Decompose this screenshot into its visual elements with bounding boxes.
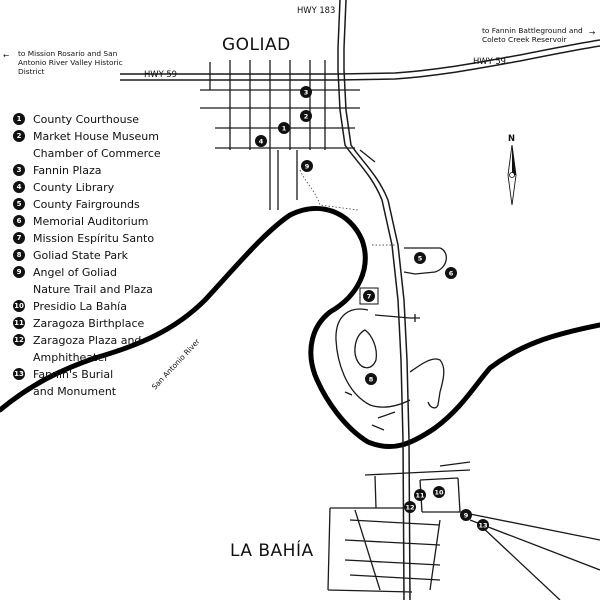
marker-1[interactable]: 1 [278,122,290,134]
svg-text:1: 1 [282,125,287,133]
legend-label: Presidio La Bahía [33,300,127,313]
legend-label: Zaragoza Birthplace [33,317,145,330]
la-bahia-street-grid [327,461,600,600]
legend-item: 3 Fannin Plaza [13,162,213,179]
legend-number: 1 [13,113,25,125]
hwy-59-east-label: HWY 59 [473,56,506,66]
marker-12[interactable]: 12 [404,501,416,513]
svg-text:11: 11 [415,492,425,500]
legend-item: 4 County Library [13,179,213,196]
svg-text:5: 5 [418,255,423,263]
legend-item: 13 Fannin's Burial and Monument [13,366,213,400]
legend-item: 5 County Fairgrounds [13,196,213,213]
legend-number: 6 [13,215,25,227]
svg-text:10: 10 [434,489,444,497]
svg-text:7: 7 [367,293,372,301]
marker-2[interactable]: 2 [300,110,312,122]
marker-7[interactable]: 7 [359,287,379,305]
legend-label: Memorial Auditorium [33,215,149,228]
legend-number: 8 [13,249,25,261]
legend-item: 1 County Courthouse [13,111,213,128]
svg-text:4: 4 [259,138,264,146]
legend-number: 12 [13,334,25,346]
legend-label: County Fairgrounds [33,198,140,211]
town-goliad-label: GOLIAD [222,35,291,55]
svg-text:N: N [508,133,515,143]
legend-number: 4 [13,181,25,193]
legend-item: 6 Memorial Auditorium [13,213,213,230]
legend-number: 5 [13,198,25,210]
legend-label: Goliad State Park [33,249,128,262]
svg-text:3: 3 [304,89,309,97]
marker-9[interactable]: 9 [301,160,313,172]
legend-item: 10 Presidio La Bahía [13,298,213,315]
legend-label: Angel of Goliad Nature Trail and Plaza [33,266,153,296]
legend-item: 12 Zaragoza Plaza and Amphitheater [13,332,213,366]
legend-item: 2 Market House Museum Chamber of Commerce [13,128,213,162]
direction-right-text: to Fannin Battleground and Coleto Creek … [482,26,583,44]
fairgrounds-loop [403,247,447,275]
legend-label: Fannin Plaza [33,164,102,177]
marker-4[interactable]: 4 [255,135,267,147]
legend-label: County Library [33,181,115,194]
legend-number: 2 [13,130,25,142]
svg-text:12: 12 [405,504,414,512]
hwy-183 [337,0,405,600]
legend-label: County Courthouse [33,113,140,126]
state-park-loop [335,308,411,408]
marker-11[interactable]: 11 [414,489,426,501]
svg-text:9: 9 [305,163,310,171]
marker-8[interactable]: 8 [365,373,377,385]
marker-10[interactable]: 10 [433,486,445,498]
marker-9-south[interactable]: 9 [460,509,472,521]
legend-item: 7 Mission Espíritu Santo [13,230,213,247]
legend-number: 3 [13,164,25,176]
marker-3[interactable]: 3 [300,86,312,98]
svg-text:←: ← [3,51,9,60]
town-la-bahia-label: LA BAHÍA [230,539,314,561]
legend-number: 13 [13,368,25,380]
legend-label: Mission Espíritu Santo [33,232,155,245]
legend-label: Fannin's Burial and Monument [33,368,117,398]
marker-6[interactable]: 6 [445,267,457,279]
direction-left: ← to Mission Rosario and San Antonio Riv… [3,49,123,76]
legend-number: 11 [13,317,25,329]
marker-5[interactable]: 5 [414,252,426,264]
legend-item: 11 Zaragoza Birthplace [13,315,213,332]
marker-13[interactable]: 13 [477,519,489,531]
svg-text:9: 9 [464,512,469,520]
hwy-59-west-label: HWY 59 [144,69,177,79]
svg-text:6: 6 [449,270,454,278]
map-legend: 1 County Courthouse 2 Market House Museum … [13,111,213,400]
angel-trail [299,169,359,211]
espiritu-santo-loop [354,329,378,369]
direction-right: → to Fannin Battleground and Coleto Cree… [482,26,595,44]
svg-text:→: → [589,28,595,37]
legend-label: Market House Museum Chamber of Commerce [33,130,161,160]
legend-item: 8 Goliad State Park [13,247,213,264]
legend-number: 10 [13,300,25,312]
legend-item: 9 Angel of Goliad Nature Trail and Plaza [13,264,213,298]
legend-label: Zaragoza Plaza and Amphitheater [33,334,142,364]
direction-left-text: to Mission Rosario and San Antonio River… [18,49,123,76]
svg-text:13: 13 [478,522,487,530]
goliad-street-grid [200,60,376,210]
svg-text:8: 8 [369,376,374,384]
legend-number: 7 [13,232,25,244]
svg-text:2: 2 [304,113,309,121]
legend-number: 9 [13,266,25,278]
hwy-59 [120,39,600,75]
north-arrow-icon: N [507,133,517,206]
hwy-183-label: HWY 183 [297,5,335,15]
san-antonio-river [0,206,600,450]
